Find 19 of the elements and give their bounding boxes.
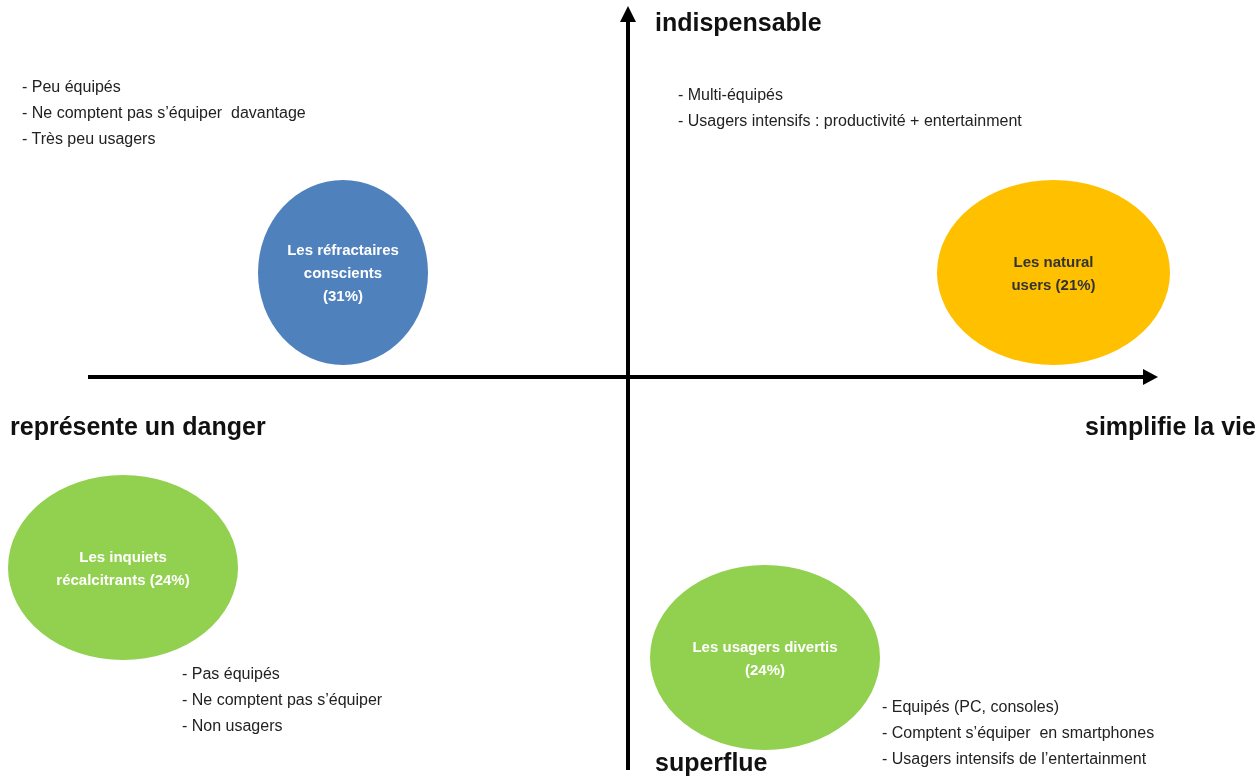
axis-label: représente un danger xyxy=(10,412,266,441)
segment-label: Les inquiets récalcitrants (24%) xyxy=(55,546,191,590)
axis-label: simplifie la vie xyxy=(1085,412,1256,441)
segment-label: Les natural users (21%) xyxy=(1010,251,1097,295)
axis-label: indispensable xyxy=(655,8,822,37)
bullet-note: - Usagers intensifs : productivité + entertainment xyxy=(678,111,1022,131)
bullet-note: - Très peu usagers xyxy=(22,129,157,149)
bullet-note: - Equipés (PC, consoles) xyxy=(882,697,1060,717)
segment-label: Les réfractaires conscients (31%) xyxy=(286,240,400,306)
axis-label: superflue xyxy=(655,748,768,777)
bullet-note: - Pas équipés xyxy=(182,664,281,684)
bullet-note: - Peu équipés xyxy=(22,77,122,97)
bullet-note: - Non usagers xyxy=(182,716,284,736)
segment-label: Les usagers divertis (24%) xyxy=(691,636,839,680)
bullet-note: - Ne comptent pas s’équiper davantage xyxy=(22,103,306,123)
bullet-note: - Comptent s’équiper en smartphones xyxy=(882,723,1155,743)
bullet-note: - Ne comptent pas s’équiper xyxy=(182,690,383,710)
bullet-note: - Multi-équipés xyxy=(678,85,784,105)
bullet-note: - Usagers intensifs de l’entertainment xyxy=(882,749,1148,769)
